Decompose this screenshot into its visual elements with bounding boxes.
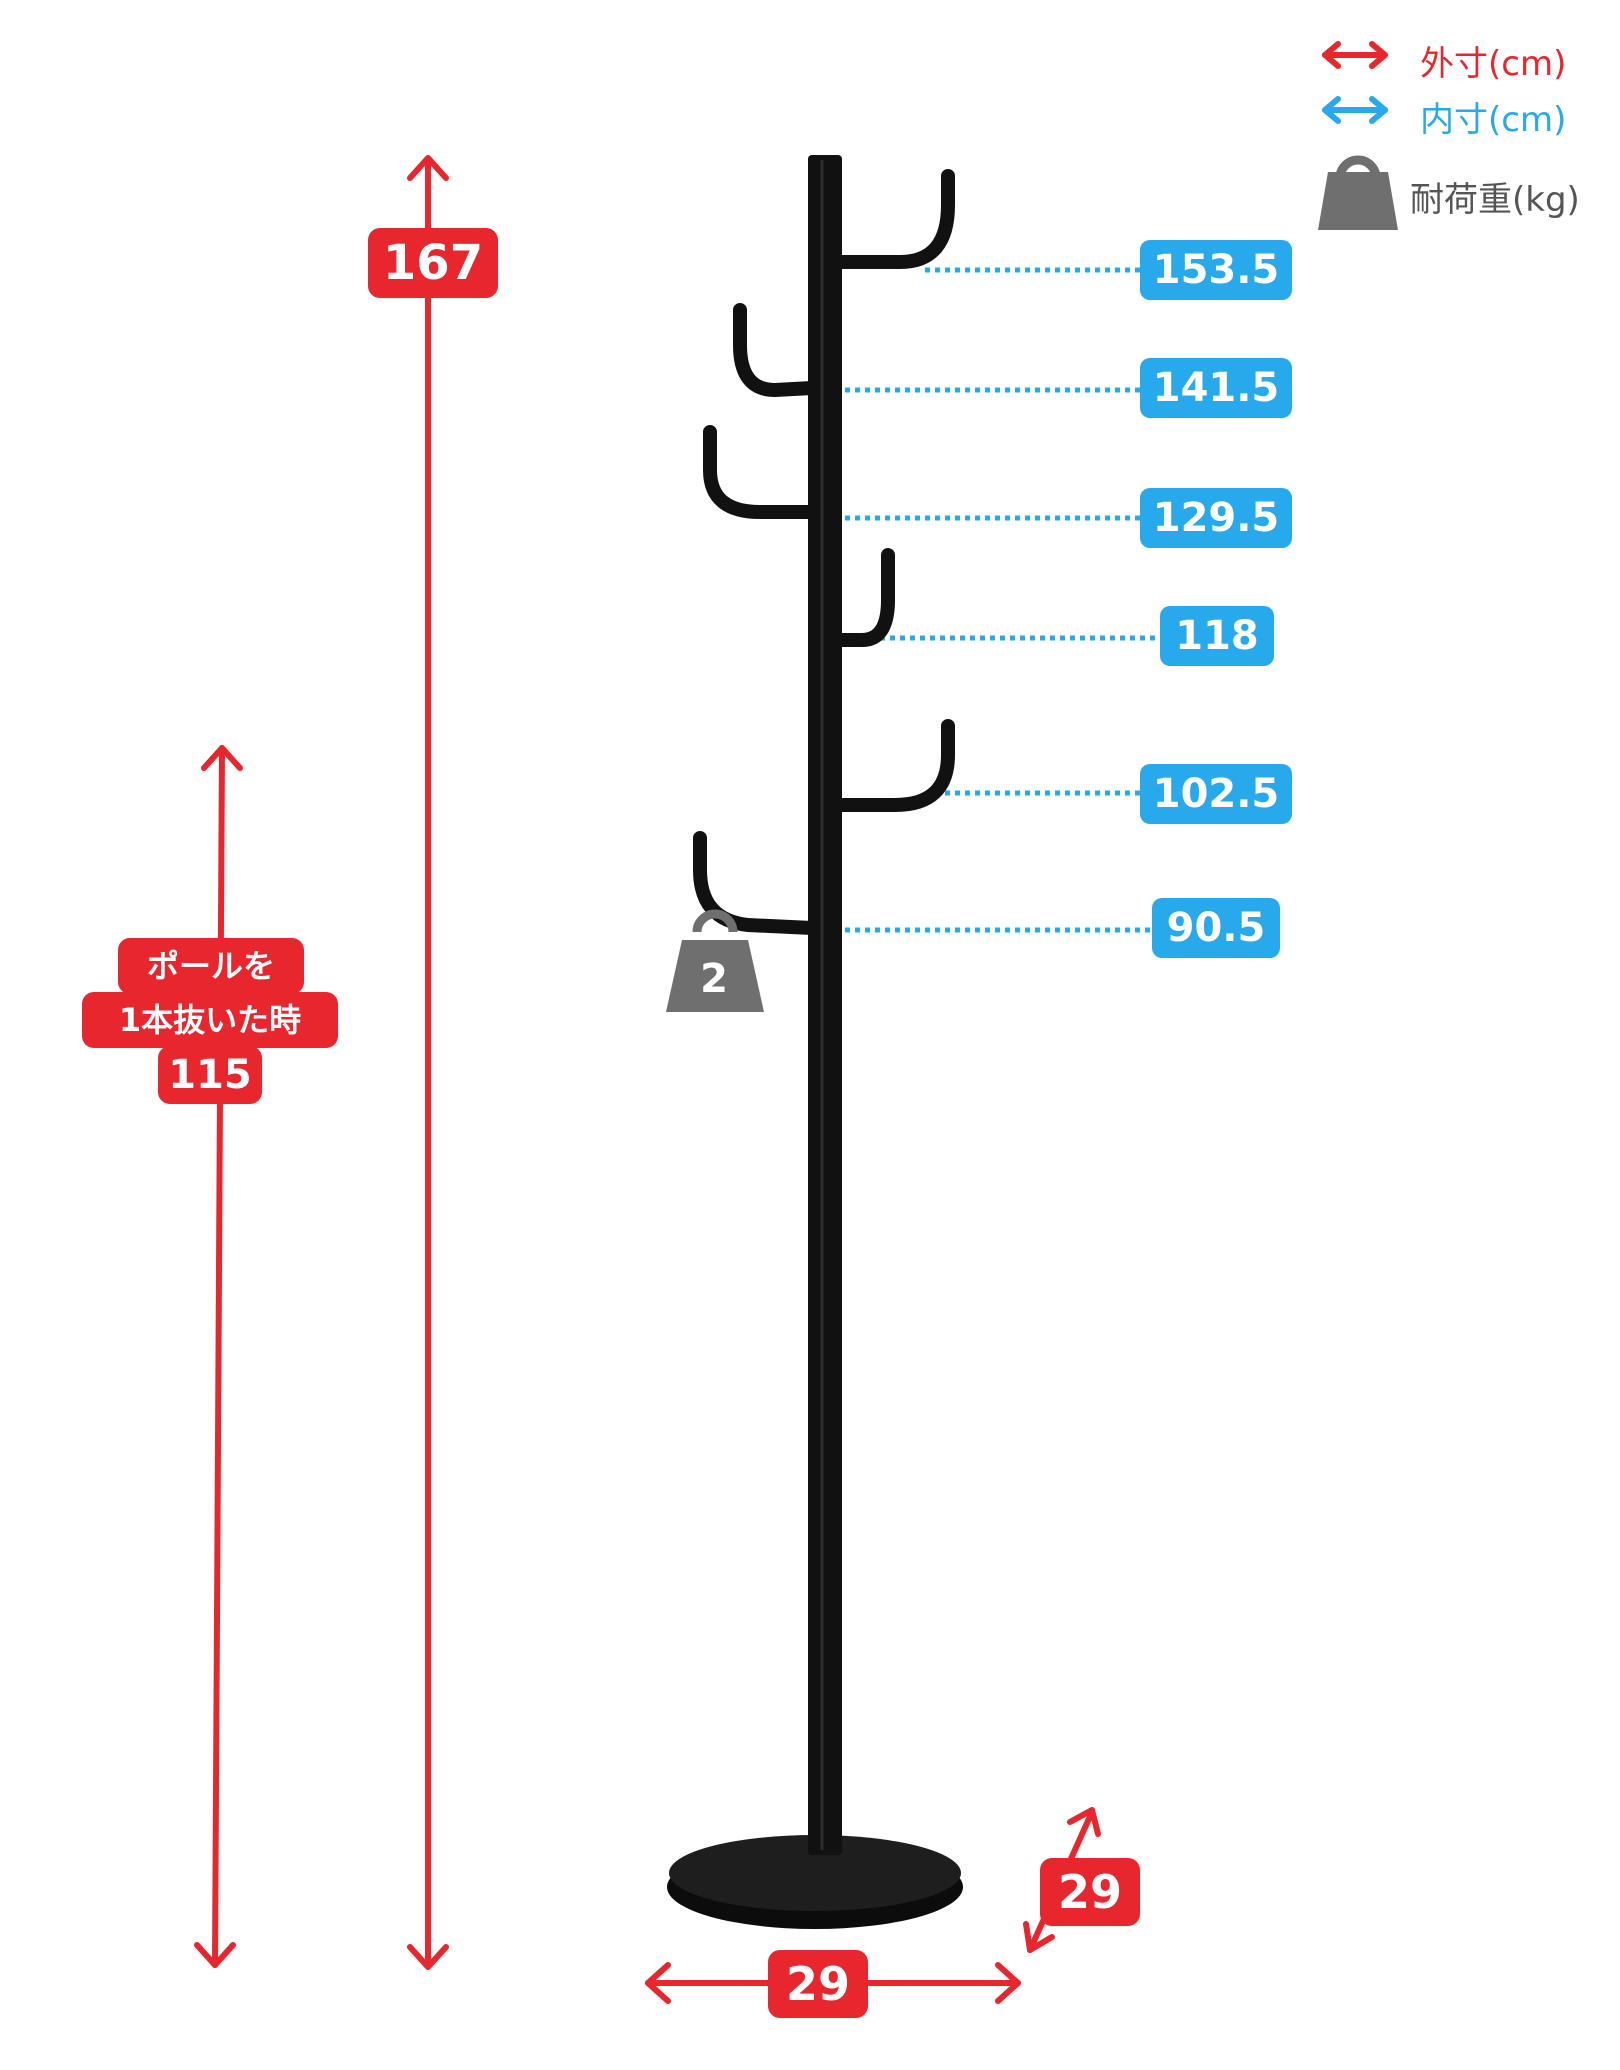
hook-load-value: 2: [700, 956, 728, 1002]
hook-leader-lines: [845, 267, 1160, 933]
weight-legend-icon: [1318, 155, 1398, 230]
total-height-label: 167: [368, 228, 498, 298]
coat-hanger-stand: [667, 155, 963, 1929]
base-width-label: 29: [768, 1950, 868, 2018]
reduced-height-note-line2: 1本抜いた時: [82, 992, 338, 1048]
hook-height-label-5: 102.5: [1140, 764, 1292, 824]
inner-dimension-legend-arrow: [1322, 96, 1388, 124]
total-height-arrow: [407, 155, 449, 1970]
hook-height-label-3: 129.5: [1140, 488, 1292, 548]
reduced-height-value-label: 115: [158, 1046, 262, 1104]
outer-dimension-legend-arrow: [1322, 41, 1388, 69]
hook-load-weight-icon: [666, 909, 764, 1012]
inner-dimension-legend-label: 内寸(cm): [1420, 100, 1567, 140]
load-capacity-legend-label: 耐荷重(kg): [1410, 180, 1580, 220]
hook-height-label-6: 90.5: [1152, 898, 1280, 958]
hook-height-label-4: 118: [1160, 606, 1274, 666]
hook-height-label-2: 141.5: [1140, 358, 1292, 418]
reduced-height-arrow: [194, 745, 243, 1968]
reduced-height-note-line1: ポールを: [118, 938, 304, 994]
base-depth-label: 29: [1040, 1858, 1140, 1926]
outer-dimension-legend-label: 外寸(cm): [1420, 44, 1567, 84]
hook-height-label-1: 153.5: [1140, 240, 1292, 300]
